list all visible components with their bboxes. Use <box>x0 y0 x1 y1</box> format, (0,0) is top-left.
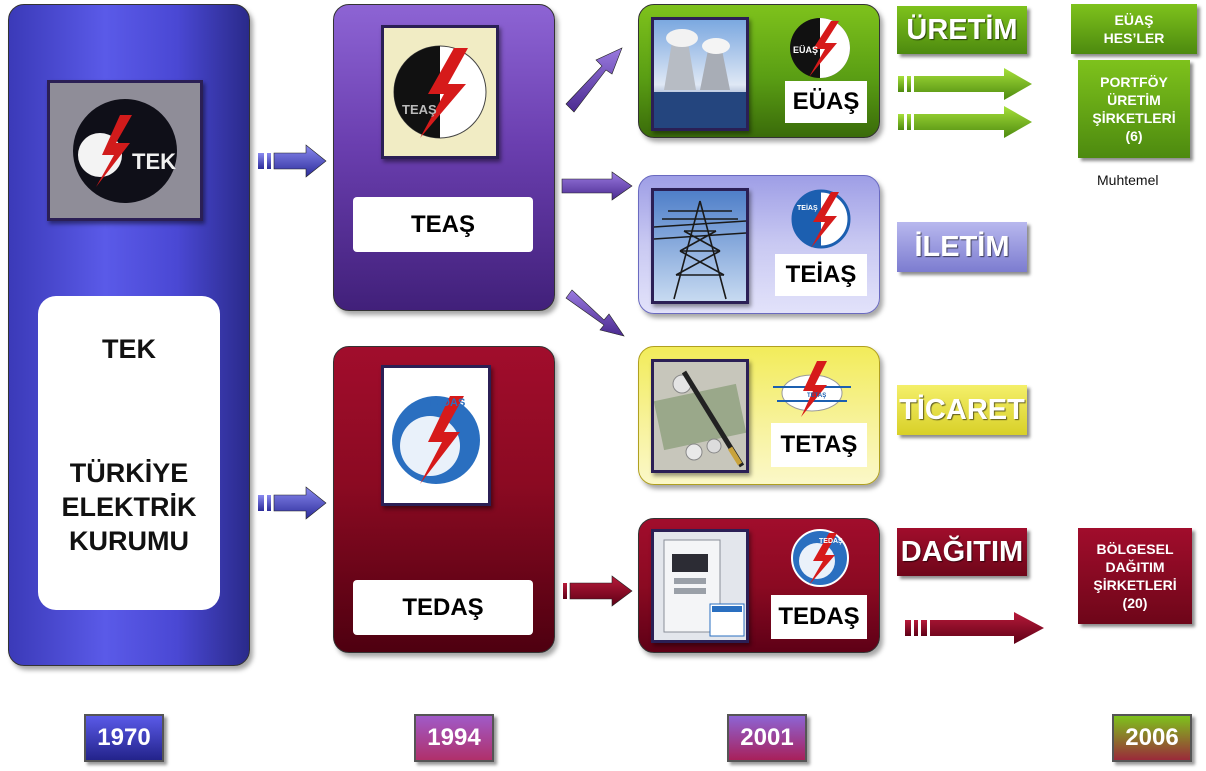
tedas-2001-logo: TEDAŞ <box>789 527 851 589</box>
tek-name-line-3: KURUMU <box>69 526 189 556</box>
portfoy-box: PORTFÖY ÜRETİM ŞİRKETLERİ (6) <box>1078 60 1190 158</box>
tetas-logo-icon: TETAŞ <box>773 361 851 417</box>
teas-panel: TEAŞ TEAŞ <box>333 4 555 311</box>
power-plant-image <box>651 17 749 131</box>
euas-hes-line-2: HES’LER <box>1103 30 1165 46</box>
tek-logo: TEK <box>47 80 203 221</box>
arrow-dagitim-to-bolgesel <box>905 612 1044 644</box>
arrow-teas-to-euas <box>565 47 623 113</box>
tetas-logo-text: TETAŞ <box>807 393 826 399</box>
arrow-uretim-to-portfoy <box>898 106 1032 138</box>
bolgesel-line-2: DAĞITIM <box>1105 559 1165 575</box>
bolgesel-line-1: BÖLGESEL <box>1096 541 1174 557</box>
teias-logo: TEİAŞ <box>791 186 851 252</box>
euas-panel: EÜAŞ EÜAŞ <box>638 4 880 138</box>
tetas-panel: TETAŞ TETAŞ <box>638 346 880 485</box>
arrow-teas-to-tetas <box>565 289 625 337</box>
year-1970: 1970 <box>84 714 164 762</box>
iletim-label: İLETİM <box>897 222 1027 272</box>
teias-logo-icon: TEİAŞ <box>791 189 851 249</box>
tek-logo-icon: TEK <box>50 83 200 218</box>
uretim-label: ÜRETİM <box>897 6 1027 54</box>
bolgesel-line-4: (20) <box>1122 595 1148 611</box>
tedas-2001-panel: TEDAŞ TEDAŞ <box>638 518 880 653</box>
bolgesel-box: BÖLGESEL DAĞITIM ŞİRKETLERİ (20) <box>1078 528 1192 624</box>
arrow-tek-to-tedas <box>258 486 327 520</box>
arrow-teas-to-teias <box>561 171 633 201</box>
teas-name: TEAŞ <box>353 197 533 252</box>
dagitim-label: DAĞITIM <box>897 528 1027 576</box>
teias-logo-text: TEİAŞ <box>797 204 818 212</box>
teas-logo-text: TEAŞ <box>402 102 437 117</box>
teias-name: TEİAŞ <box>775 254 867 296</box>
euas-logo-icon: EÜAŞ <box>790 18 850 78</box>
year-1994: 1994 <box>414 714 494 762</box>
portfoy-line-2: ÜRETİM <box>1107 92 1161 108</box>
muhtemel-note: Muhtemel <box>1097 172 1159 188</box>
portfoy-line-1: PORTFÖY <box>1100 74 1168 90</box>
tedas-2001-logo-text: TEDAŞ <box>819 538 843 545</box>
tedas-2001-logo-icon: TEDAŞ <box>791 529 849 587</box>
teas-logo: TEAŞ <box>381 25 499 159</box>
tek-name-box: TEK TÜRKİYE ELEKTRİK KURUMU <box>38 296 220 610</box>
ticaret-label: TİCARET <box>897 385 1027 435</box>
year-2006: 2006 <box>1112 714 1192 762</box>
euas-logo-text: EÜAŞ <box>793 45 818 55</box>
tek-name-line-1: TÜRKİYE <box>69 458 189 488</box>
tedas-logo-icon: TEDAŞ <box>392 396 480 484</box>
euas-hes-box: EÜAŞ HES’LER <box>1071 4 1197 54</box>
euas-name: EÜAŞ <box>785 81 867 123</box>
teias-panel: TEİAŞ TEİAŞ <box>638 175 880 314</box>
tedas-logo: TEDAŞ <box>381 365 491 506</box>
electric-meter-image <box>651 529 749 643</box>
teas-logo-icon: TEAŞ <box>393 45 487 139</box>
tetas-logo: TETAŞ <box>771 357 853 423</box>
tedas-panel: TEDAŞ TEDAŞ <box>333 346 555 653</box>
portfoy-line-4: (6) <box>1125 128 1143 144</box>
tedas-2001-name: TEDAŞ <box>771 595 867 639</box>
money-pen-image <box>651 359 749 473</box>
tek-name-line-2: ELEKTRİK <box>61 492 197 522</box>
tedas-name: TEDAŞ <box>353 580 533 635</box>
arrow-tek-to-teas <box>258 144 327 178</box>
euas-logo: EÜAŞ <box>787 15 853 81</box>
tek-logo-text: TEK <box>132 149 176 174</box>
arrow-tedas-to-tedas2001 <box>563 575 633 607</box>
euas-hes-line-1: EÜAŞ <box>1114 12 1154 28</box>
bolgesel-line-3: ŞİRKETLERİ <box>1093 577 1177 593</box>
tek-title: TEK <box>102 334 156 364</box>
year-2001: 2001 <box>727 714 807 762</box>
portfoy-line-3: ŞİRKETLERİ <box>1092 110 1176 126</box>
tetas-name: TETAŞ <box>771 423 867 467</box>
arrow-uretim-to-euas-hes <box>898 68 1032 100</box>
transmission-tower-image <box>651 188 749 304</box>
tedas-logo-text: TEDAŞ <box>428 397 465 409</box>
